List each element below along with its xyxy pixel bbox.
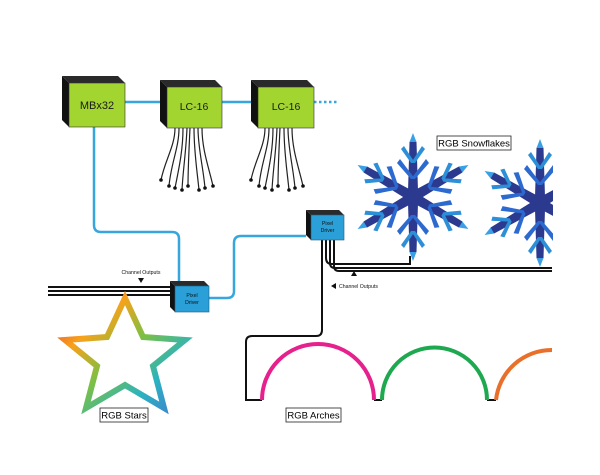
data-cables xyxy=(92,100,338,300)
crop-mask xyxy=(553,130,600,280)
lc16-controller-b: LC-16 xyxy=(251,80,315,129)
snowflakes-label-box: RGB Snowflakes xyxy=(436,135,512,151)
output-cables xyxy=(48,240,552,401)
arrow-up-icon xyxy=(351,271,357,276)
arches-label-box: RGB Arches xyxy=(285,407,342,423)
lc16-controller-a: LC-16 xyxy=(160,80,223,129)
channel-outputs-right-label: Channel Outputs xyxy=(339,284,378,290)
pixel-driver-top-label-2: Driver xyxy=(321,228,335,234)
led-strands-lc16-a xyxy=(158,127,216,193)
lc16-b-label: LC-16 xyxy=(272,101,301,113)
mbx32-controller: MBx32 xyxy=(62,76,126,128)
star-outline-icon xyxy=(57,290,193,415)
arch-icon-magenta xyxy=(260,342,376,401)
pixel-driver-top: Pixel Driver xyxy=(306,210,345,241)
arch-icon-orange xyxy=(494,347,553,401)
arches xyxy=(260,342,553,401)
stars-label-box: RGB Stars xyxy=(99,407,149,423)
arch-icon-green xyxy=(380,345,489,401)
led-strands-lc16-b xyxy=(248,127,306,193)
stars-label: RGB Stars xyxy=(101,411,147,422)
pixel-driver-left-label-2: Driver xyxy=(185,300,199,306)
arrow-left-icon xyxy=(331,283,336,289)
mbx32-to-left-driver-cable xyxy=(92,125,181,288)
mbx32-label: MBx32 xyxy=(80,100,114,112)
pixel-driver-top-label-1: Pixel xyxy=(322,221,333,227)
lc16-a-label: LC-16 xyxy=(180,101,209,113)
snowflake-icon-2 xyxy=(476,139,600,267)
arrow-down-icon xyxy=(138,278,144,283)
channel-outputs-right-callout: Channel Outputs xyxy=(331,271,378,290)
snowflake-icon xyxy=(349,133,477,261)
channel-outputs-left-label: Channel Outputs xyxy=(122,270,161,276)
pixel-driver-left: Pixel Driver xyxy=(170,281,210,313)
pixel-driver-left-label-1: Pixel xyxy=(186,293,197,299)
arches-label: RGB Arches xyxy=(287,411,340,422)
snowflakes-label: RGB Snowflakes xyxy=(438,139,510,150)
channel-outputs-left-callout: Channel Outputs xyxy=(122,270,161,283)
driver-to-driver-cable xyxy=(209,234,306,300)
